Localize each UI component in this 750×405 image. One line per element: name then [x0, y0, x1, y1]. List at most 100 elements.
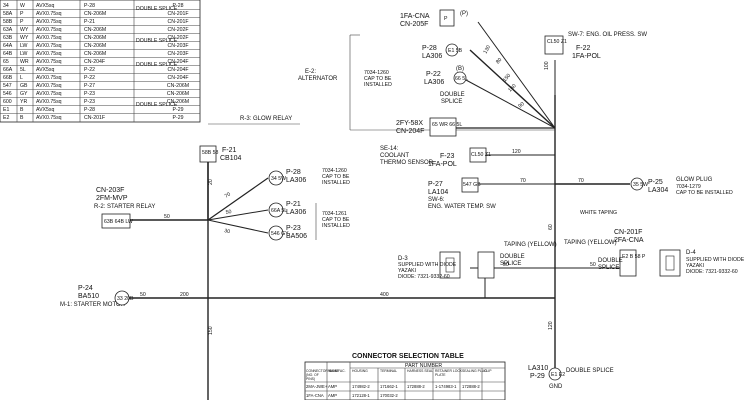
svg-text:CL50 Z1: CL50 Z1 [471, 152, 491, 158]
svg-text:CB104: CB104 [220, 155, 242, 162]
svg-text:P-27: P-27 [428, 181, 443, 188]
svg-text:F-21: F-21 [222, 147, 237, 154]
svg-text:D-3: D-3 [398, 256, 408, 262]
table-cell: 2MA-JWE+ [306, 384, 328, 389]
wire-table-cell: AVX0.75sq [36, 19, 62, 25]
svg-text:P-28: P-28 [422, 45, 437, 52]
svg-text:P-22: P-22 [426, 71, 441, 78]
dimension-label: 50 [503, 262, 509, 268]
double-splice-note-2: DOUBLE SPLICE [136, 38, 178, 44]
wire-table-cell: E2 [3, 115, 9, 121]
table-header-cell: MANUFAC. [328, 369, 346, 373]
dimension-label: 70 [224, 191, 232, 199]
wire-table-cell: W [20, 3, 25, 9]
wire-table-cell: P-22 [84, 75, 95, 81]
svg-text:BA510: BA510 [78, 293, 99, 300]
wire-table-cell: 66B [3, 75, 13, 81]
connector-f22: CL50 Z1 SW-7: ENG. OIL PRESS. SW F-22 1F… [544, 32, 647, 60]
svg-text:7034-1279: 7034-1279 [676, 184, 701, 190]
svg-text:7034-1260: 7034-1260 [364, 70, 389, 76]
wire-table-cell: 600 [3, 99, 12, 105]
wire-table-cell: AVX0.75sq [36, 27, 62, 33]
svg-text:SUPPLIED WITH DIODE: SUPPLIED WITH DIODE [398, 262, 457, 268]
coolant-sensor: SE-14: COOLANT THERMO SENSOR F-23 1FA-PO… [380, 146, 491, 168]
dimension-label: 90 [517, 101, 525, 109]
dimension-label: 80 [495, 57, 503, 65]
connector-p22: P-22 LA306 66 5L (B) DOUBLE SPLICE [424, 66, 468, 105]
table-cell: 171662-1 [380, 384, 398, 389]
svg-text:P-25: P-25 [648, 179, 663, 186]
wire-table-cell: P-28 [173, 3, 184, 9]
glow-plug: 35 5W P-25 LA304 GLOW PLUG 7034-1279 CAP… [630, 177, 733, 196]
table-header-cell: RETAINER LOCK [435, 369, 463, 373]
wire-table-cell: CN-206M [84, 27, 106, 33]
dimension-label: 400 [380, 292, 389, 298]
svg-text:ALTERNATOR: ALTERNATOR [298, 76, 338, 82]
svg-text:CONNECTOR SELECTION TABLE: CONNECTOR SELECTION TABLE [352, 353, 464, 360]
svg-text:P-29: P-29 [530, 373, 545, 380]
wire-table-cell: P-28 [84, 107, 95, 113]
diode-d4: CN-201F 2FA-CNA E2 B 58 P D-4 SUPPLIED W… [598, 229, 745, 277]
dimension-label: 60 [548, 224, 554, 230]
wire-table-cell: 58B [3, 19, 13, 25]
double-splice-note-3: DOUBLE SPLICE [136, 62, 178, 68]
wire-table-cell: 64B [3, 51, 13, 57]
wire-table-cell: AVX0.75sq [36, 91, 62, 97]
wire-table-cell: P-22 [84, 67, 95, 73]
svg-text:THERMO SENSOR: THERMO SENSOR [380, 160, 434, 166]
wire-table-cell: B [20, 107, 24, 113]
wire-table-cell: GY [20, 91, 28, 97]
svg-text:(P): (P) [460, 11, 468, 17]
ring-terminal-icon [268, 202, 284, 218]
dimension-label: 50 [140, 292, 146, 298]
wire-table-cell: AVX5sq [36, 67, 54, 73]
table-cell: 172128-1 [352, 393, 370, 398]
dimension-label: 130 [483, 44, 493, 55]
table-cell: 174982-2 [352, 384, 370, 389]
wire-table-cell: AVX0.75sq [36, 99, 62, 105]
dimension-label: 150 [208, 326, 214, 335]
wire-table-cell: LW [20, 43, 27, 49]
wire-table-cell: AVX0.75sq [36, 35, 62, 41]
svg-text:7034-1261: 7034-1261 [322, 211, 347, 217]
svg-text:58B 58: 58B 58 [202, 150, 219, 156]
ring-terminal-icon [630, 177, 644, 191]
svg-text:34 5W: 34 5W [271, 176, 286, 182]
wire-table-cell: CN-206M [167, 83, 189, 89]
wire-table-cell: LW [20, 51, 27, 57]
svg-text:YAZAKI: YAZAKI [686, 263, 704, 269]
wire-table-cell: CN-204F [167, 59, 188, 65]
ground-terminal-icon [548, 367, 562, 381]
wire-table-cell: P-27 [84, 83, 95, 89]
wire-table-cell: B [20, 115, 24, 121]
svg-text:ENG. WATER TEMP. SW: ENG. WATER TEMP. SW [428, 204, 496, 210]
svg-text:P-28: P-28 [286, 169, 301, 176]
svg-text:D-4: D-4 [686, 250, 696, 256]
svg-text:P-24: P-24 [78, 285, 93, 292]
dimension-label: 50 [590, 262, 596, 268]
wire-table-cell: 34 [3, 3, 9, 9]
connector-1fa-cna: 1FA-CNA CN-205F P (P) [400, 9, 468, 28]
svg-text:63B 64B LW: 63B 64B LW [104, 219, 133, 225]
svg-text:SE-14:: SE-14: [380, 146, 399, 152]
dimension-label: 120 [512, 149, 521, 155]
wire-table-cell: P-28 [84, 3, 95, 9]
svg-text:547 GB: 547 GB [463, 182, 481, 188]
wire-table-cell: AVX0.75sq [36, 51, 62, 57]
alternator-label: E-2: ALTERNATOR 7034-1260 CAP TO BE INST… [298, 69, 392, 88]
table-header-cell: PINS) [306, 377, 315, 381]
svg-text:CN-203F: CN-203F [96, 187, 124, 194]
table-header-cell: CLIP [484, 369, 492, 373]
starter-motor: P-24 BA510 M-1: STARTER MOTOR 33 20B [60, 285, 134, 308]
svg-text:INSTALLED: INSTALLED [322, 180, 350, 186]
svg-text:LA104: LA104 [428, 189, 448, 196]
dimension-label: 50 [225, 209, 232, 216]
svg-text:DOUBLE SPLICE: DOUBLE SPLICE [566, 368, 614, 374]
wire-table-cell: 64A [3, 43, 13, 49]
svg-text:E1 E2: E1 E2 [551, 372, 565, 378]
wire-table-cell: CN-201F [167, 19, 188, 25]
wire-table-cell: CN-204F [167, 75, 188, 81]
wire-table-cell: AVX0.75sq [36, 11, 62, 17]
table-header-cell: (NO. OF [306, 373, 319, 377]
